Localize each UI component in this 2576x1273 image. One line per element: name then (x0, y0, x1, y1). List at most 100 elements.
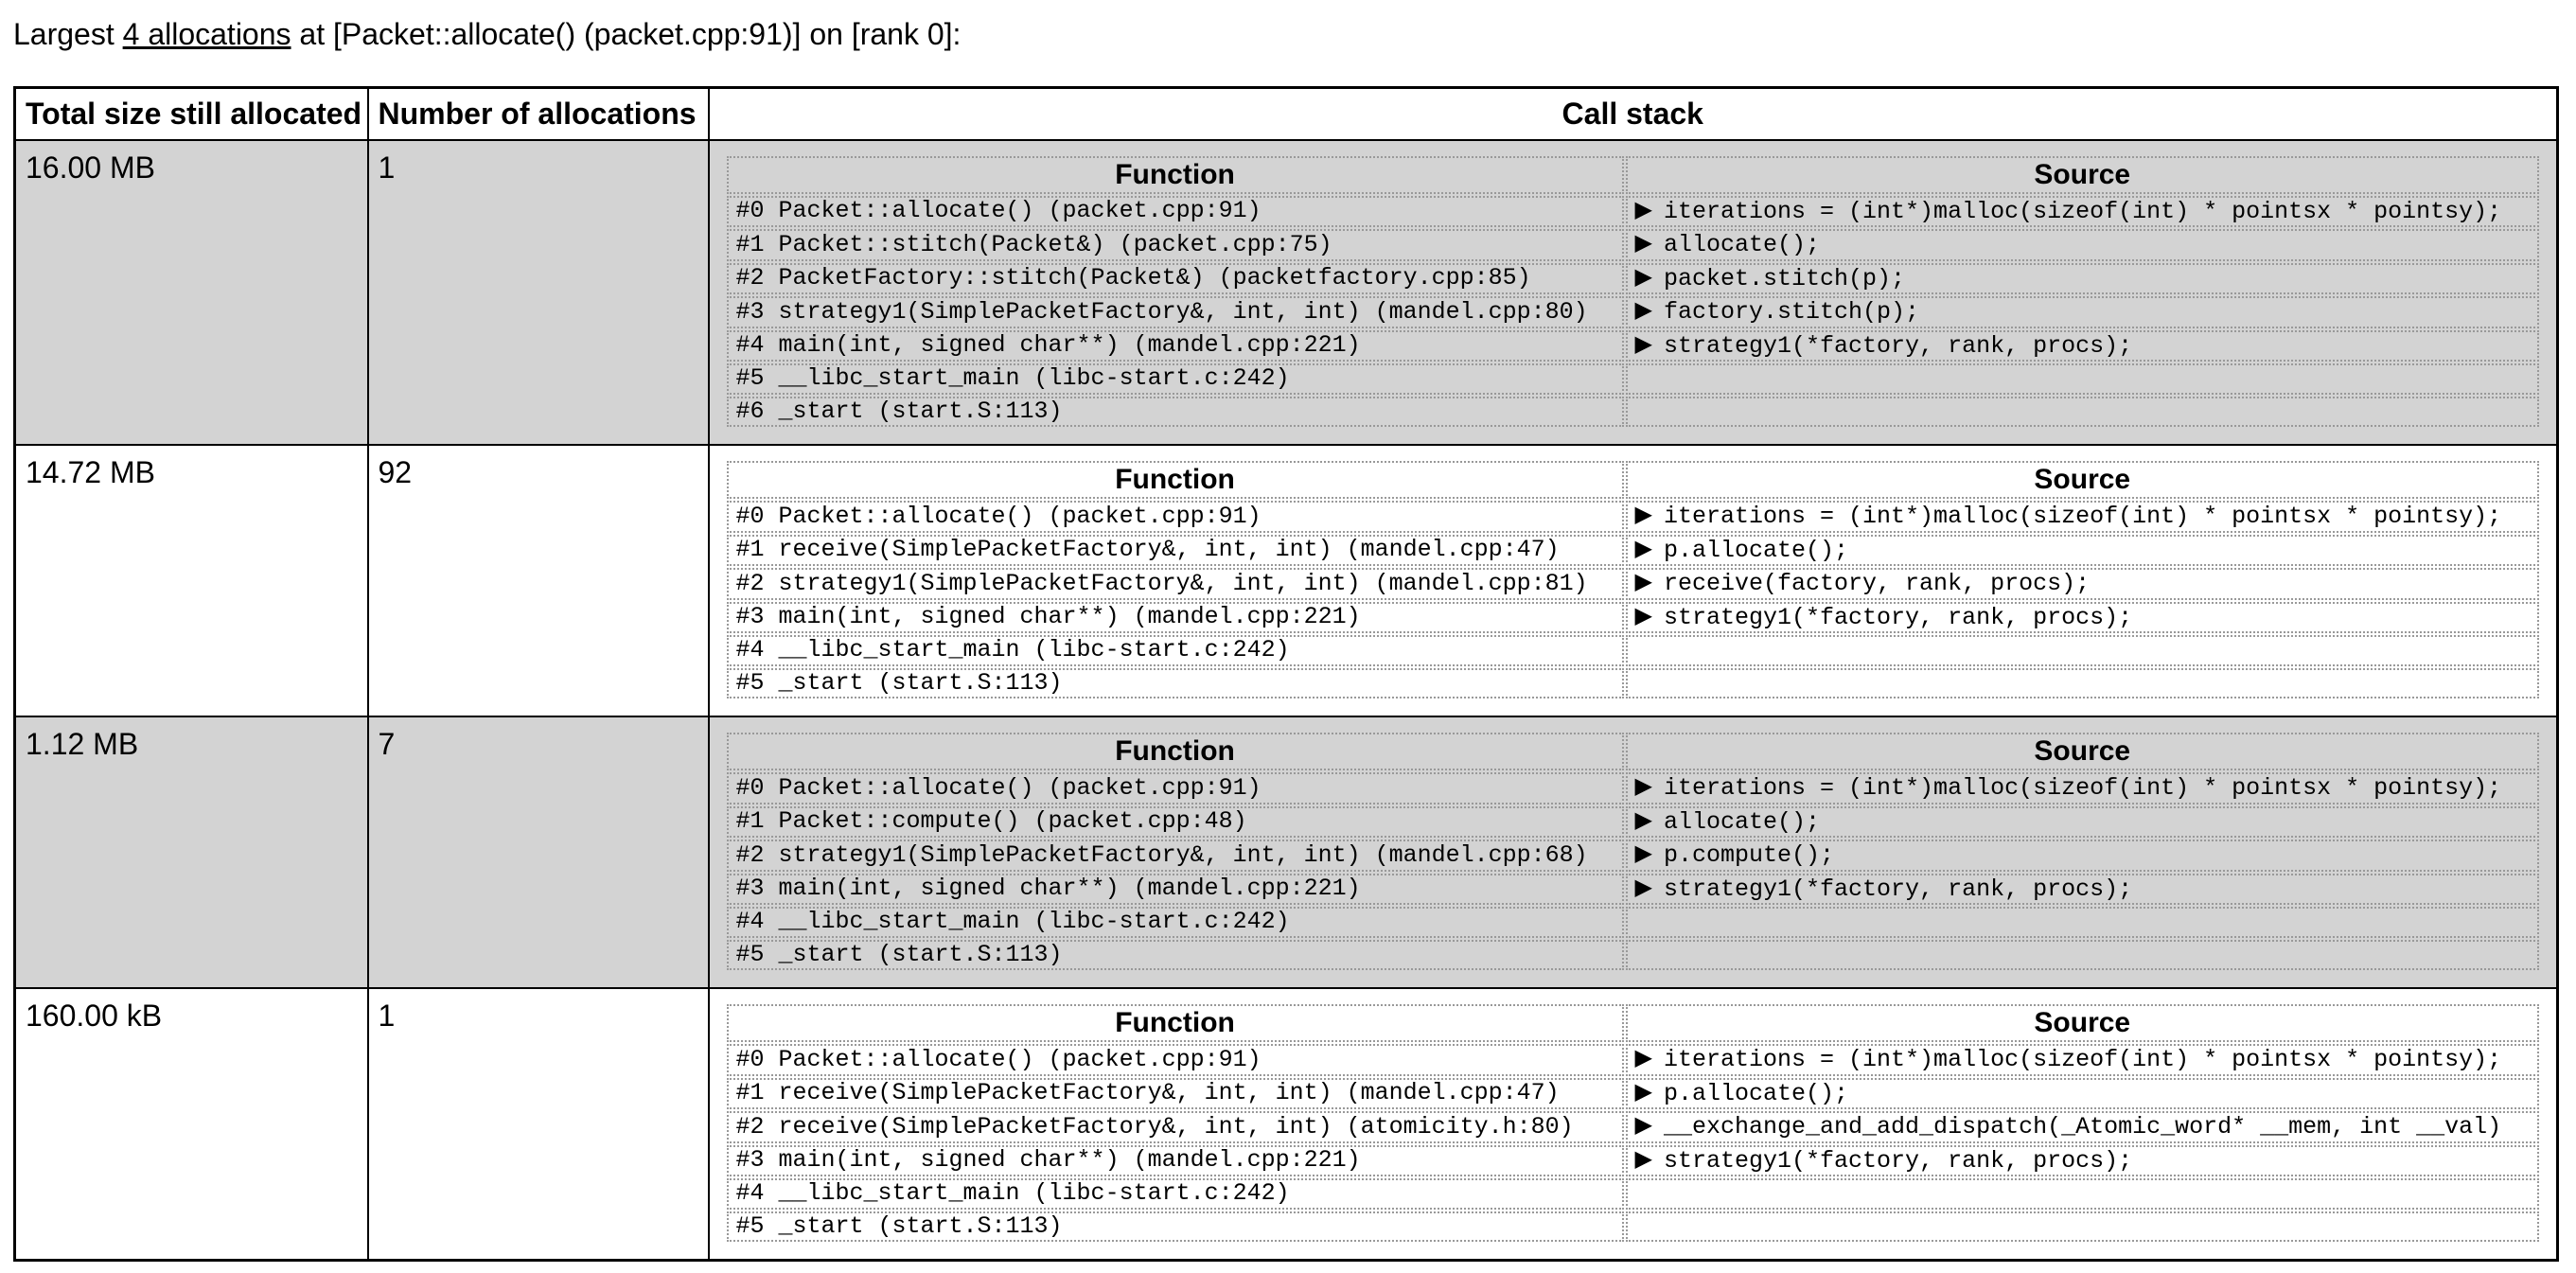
frame-function-cell: #5 _start (start.S:113) (726, 939, 1624, 971)
title-suffix: at [Packet::allocate() (packet.cpp:91)] … (291, 17, 962, 51)
frame-source-text: strategy1(*factory, rank, procs); (1664, 1146, 2133, 1175)
allocation-row: 14.72 MB 92 Function Source #0 Packet::a… (13, 444, 2559, 718)
frame-source-cell: ▶p.compute(); (1625, 840, 2539, 872)
frame-function-cell: #0 Packet::allocate() (packet.cpp:91) (726, 772, 1624, 804)
frame-source-cell (1625, 635, 2539, 666)
source-marker-icon: ▶ (1634, 195, 1653, 222)
stack-frame-row: #5 _start (start.S:113) (726, 1211, 2539, 1243)
frame-function-cell: #3 strategy1(SimplePacketFactory&, int, … (726, 296, 1624, 328)
frame-source-text: strategy1(*factory, rank, procs); (1664, 603, 2133, 631)
total-size-cell: 160.00 kB (13, 987, 369, 1262)
call-stack-cell: Function Source #0 Packet::allocate() (p… (707, 987, 2559, 1262)
source-marker-icon: ▶ (1634, 1111, 1653, 1139)
source-marker-icon: ▶ (1634, 262, 1653, 290)
frame-source-cell: ▶ iterations = (int*)malloc(sizeof(int) *… (1625, 1044, 2539, 1076)
frame-source-cell (1625, 907, 2539, 938)
stack-frame-row: #4 main(int, signed char**) (mandel.cpp:… (726, 329, 2539, 362)
source-column-header: Source (1625, 461, 2539, 500)
frame-source-cell: ▶ iterations = (int*)malloc(sizeof(int) *… (1625, 772, 2539, 804)
frame-source-text: factory.stitch(p); (1664, 298, 1920, 327)
allocation-count-cell: 92 (366, 444, 710, 718)
frame-function-cell: #1 Packet::compute() (packet.cpp:48) (726, 805, 1624, 839)
frame-function-cell: #4 __libc_start_main (libc-start.c:242) (726, 635, 1624, 666)
frame-function-cell: #4 __libc_start_main (libc-start.c:242) (726, 907, 1624, 938)
frame-function-cell: #5 _start (start.S:113) (726, 667, 1624, 699)
stack-frame-row: #0 Packet::allocate() (packet.cpp:91) ▶ i… (726, 501, 2539, 533)
stack-frame-row: #2 strategy1(SimplePacketFactory&, int, … (726, 840, 2539, 872)
frame-source-text: __exchange_and_add_dispatch(_Atomic_word… (1664, 1113, 2502, 1141)
source-marker-icon: ▶ (1634, 601, 1653, 628)
frame-function-cell: #4 __libc_start_main (libc-start.c:242) (726, 1178, 1624, 1210)
page-title: Largest 4 allocations at [Packet::alloca… (13, 17, 2563, 52)
allocations-link[interactable]: 4 allocations (122, 17, 291, 51)
allocation-row: 160.00 kB 1 Function Source #0 Packet::a… (13, 987, 2559, 1262)
source-marker-icon: ▶ (1634, 1044, 1653, 1071)
frame-source-cell: ▶strategy1(*factory, rank, procs); (1625, 329, 2539, 362)
frame-source-text: iterations = (int*)malloc(sizeof(int) * … (1664, 1046, 2502, 1074)
frame-function-cell: #3 main(int, signed char**) (mandel.cpp:… (726, 1144, 1624, 1177)
source-marker-icon: ▶ (1634, 501, 1653, 528)
stack-frame-row: #0 Packet::allocate() (packet.cpp:91) ▶i… (726, 195, 2539, 228)
frame-function-cell: #6 _start (start.S:113) (726, 396, 1624, 428)
frame-source-cell (1625, 939, 2539, 971)
frame-source-cell: ▶p.allocate(); (1625, 534, 2539, 567)
frame-source-cell: ▶ packet.stitch(p); (1625, 262, 2539, 295)
frame-source-text: strategy1(*factory, rank, procs); (1664, 331, 2133, 360)
stack-frame-row: #2 strategy1(SimplePacketFactory&, int, … (726, 568, 2539, 600)
frame-source-text: allocate(); (1664, 807, 1821, 836)
frame-source-cell: ▶ allocate(); (1625, 229, 2539, 261)
column-header-call-stack: Call stack (707, 86, 2559, 141)
stack-frame-row: #1 receive(SimplePacketFactory&, int, in… (726, 1077, 2539, 1110)
frame-source-text: p.allocate(); (1664, 536, 1849, 564)
call-stack-table: Function Source #0 Packet::allocate() (p… (725, 459, 2542, 700)
stack-frame-row: #4 __libc_start_main (libc-start.c:242) (726, 907, 2539, 938)
frame-function-cell: #1 receive(SimplePacketFactory&, int, in… (726, 534, 1624, 567)
call-stack-table: Function Source #0 Packet::allocate() (p… (725, 731, 2542, 972)
source-column-header: Source (1625, 1004, 2539, 1043)
function-column-header: Function (726, 155, 1624, 194)
frame-source-cell (1625, 1211, 2539, 1243)
frame-function-cell: #2 strategy1(SimplePacketFactory&, int, … (726, 840, 1624, 872)
allocations-table-header-row: Total size still allocated Number of all… (13, 86, 2559, 141)
stack-frame-row: #3 main(int, signed char**) (mandel.cpp:… (726, 601, 2539, 634)
stack-frame-row: #4 __libc_start_main (libc-start.c:242) (726, 1178, 2539, 1210)
source-marker-icon: ▶ (1634, 873, 1653, 900)
call-stack-header-row: Function Source (726, 461, 2539, 500)
frame-source-text: packet.stitch(p); (1664, 264, 1906, 292)
allocation-count-cell: 1 (366, 987, 710, 1262)
frame-source-text: allocate(); (1664, 231, 1821, 259)
frame-function-cell: #0 Packet::allocate() (packet.cpp:91) (726, 501, 1624, 533)
frame-function-cell: #4 main(int, signed char**) (mandel.cpp:… (726, 329, 1624, 362)
stack-frame-row: #4 __libc_start_main (libc-start.c:242) (726, 635, 2539, 666)
frame-source-text: p.compute(); (1664, 841, 1835, 870)
frame-source-text: iterations = (int*)malloc(sizeof(int) * … (1664, 774, 2502, 803)
frame-function-cell: #2 receive(SimplePacketFactory&, int, in… (726, 1111, 1624, 1143)
total-size-cell: 14.72 MB (13, 444, 369, 718)
frame-source-cell: ▶factory.stitch(p); (1625, 296, 2539, 328)
function-column-header: Function (726, 1004, 1624, 1043)
source-marker-icon: ▶ (1634, 1144, 1653, 1172)
frame-source-cell: ▶ iterations = (int*)malloc(sizeof(int) *… (1625, 501, 2539, 533)
frame-source-text: p.allocate(); (1664, 1079, 1849, 1107)
source-column-header: Source (1625, 155, 2539, 194)
frame-source-text: receive(factory, rank, procs); (1664, 570, 2091, 598)
frame-source-cell: ▶p.allocate(); (1625, 1077, 2539, 1110)
call-stack-cell: Function Source #0 Packet::allocate() (p… (707, 138, 2559, 447)
stack-frame-row: #0 Packet::allocate() (packet.cpp:91) ▶ i… (726, 772, 2539, 804)
source-column-header: Source (1625, 733, 2539, 771)
column-header-total-size: Total size still allocated (13, 86, 369, 141)
allocation-count-cell: 7 (366, 716, 710, 990)
source-marker-icon: ▶ (1634, 229, 1653, 256)
frame-source-cell: ▶ strategy1(*factory, rank, procs); (1625, 601, 2539, 634)
column-header-num-allocations: Number of allocations (366, 86, 710, 141)
frame-source-cell (1625, 396, 2539, 428)
call-stack-header-row: Function Source (726, 733, 2539, 771)
frame-function-cell: #2 strategy1(SimplePacketFactory&, int, … (726, 568, 1624, 600)
call-stack-table: Function Source #0 Packet::allocate() (p… (725, 1002, 2542, 1244)
title-prefix: Largest (13, 17, 123, 51)
source-marker-icon: ▶ (1634, 772, 1653, 800)
frame-source-cell (1625, 363, 2539, 395)
allocation-row: 1.12 MB 7 Function Source #0 Packet::all… (13, 716, 2559, 990)
frame-source-text: iterations = (int*)malloc(sizeof(int) * … (1664, 503, 2502, 531)
